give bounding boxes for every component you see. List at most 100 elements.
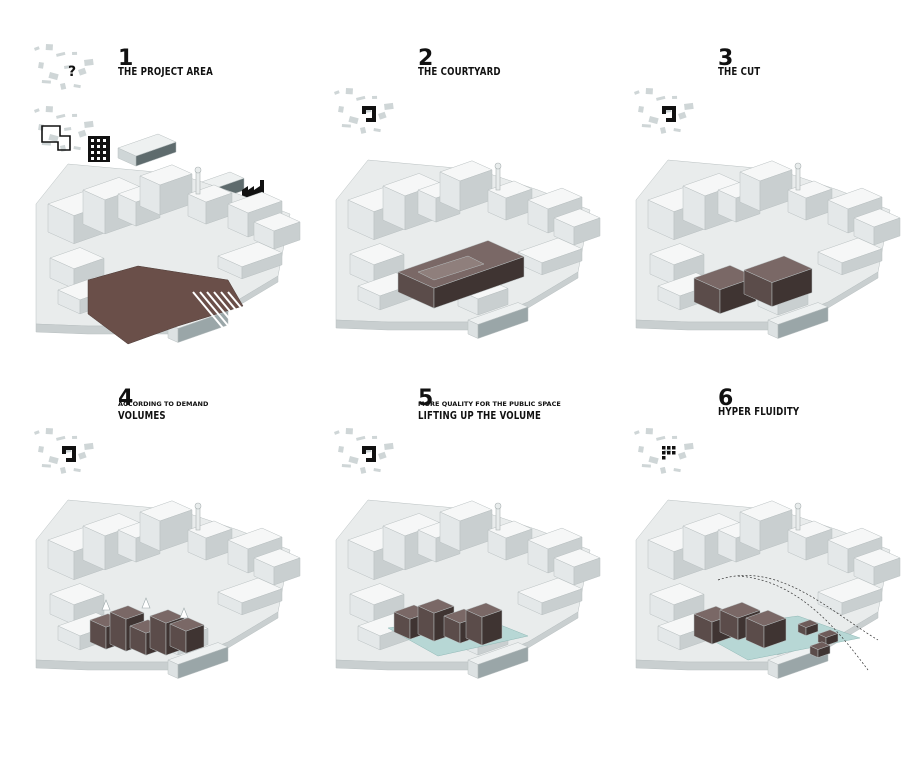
lifted-volume bbox=[466, 603, 502, 645]
map-block bbox=[373, 468, 380, 472]
site-mark-piece bbox=[672, 446, 676, 450]
map-block bbox=[84, 59, 94, 66]
map-block bbox=[34, 430, 40, 435]
map-block bbox=[338, 106, 344, 113]
tower-top bbox=[195, 503, 201, 509]
tower-shaft bbox=[496, 168, 500, 190]
map-block bbox=[384, 443, 394, 450]
step-drawing bbox=[628, 380, 915, 750]
site-mark-piece bbox=[672, 451, 676, 455]
map-block bbox=[334, 90, 340, 95]
step-drawing bbox=[328, 380, 618, 750]
site-mark-shape bbox=[662, 106, 676, 122]
map-block bbox=[656, 436, 665, 441]
map-block bbox=[46, 106, 53, 112]
map-block bbox=[356, 436, 365, 441]
tower-icon bbox=[495, 163, 501, 190]
facade-window bbox=[97, 157, 100, 160]
tower-icon bbox=[195, 503, 201, 530]
map-block bbox=[348, 456, 358, 464]
site-mark-icon bbox=[662, 446, 676, 460]
map-block bbox=[48, 72, 58, 80]
map-block bbox=[672, 96, 677, 99]
map-block bbox=[342, 124, 351, 128]
demand-volume-side-a bbox=[110, 612, 126, 651]
map-block bbox=[638, 106, 644, 113]
facade-window bbox=[103, 139, 106, 142]
tower-icon bbox=[795, 503, 801, 530]
map-block bbox=[678, 112, 687, 120]
map-thumbnail-icon bbox=[34, 106, 94, 152]
tower-shaft bbox=[796, 508, 800, 530]
map-block bbox=[38, 62, 44, 69]
map-block bbox=[360, 127, 366, 134]
tower-top bbox=[495, 503, 501, 509]
map-block bbox=[60, 145, 66, 152]
map-block bbox=[684, 103, 694, 110]
map-block bbox=[48, 456, 58, 464]
facade-window bbox=[91, 145, 94, 148]
map-block bbox=[678, 452, 687, 460]
tower-shaft bbox=[496, 508, 500, 530]
tower-shaft bbox=[196, 508, 200, 530]
tower-icon bbox=[795, 163, 801, 190]
map-block bbox=[638, 446, 644, 453]
map-block bbox=[660, 467, 666, 474]
map-block bbox=[38, 446, 44, 453]
map-block bbox=[348, 116, 358, 124]
map-block bbox=[346, 88, 353, 94]
facade-window bbox=[91, 139, 94, 142]
map-block bbox=[660, 127, 666, 134]
city-model bbox=[336, 160, 600, 339]
site-mark-piece bbox=[662, 446, 666, 450]
map-block bbox=[648, 456, 658, 464]
city-model bbox=[336, 500, 600, 679]
site-mark-piece bbox=[667, 446, 671, 450]
map-block bbox=[372, 436, 377, 439]
map-block bbox=[384, 103, 394, 110]
map-block bbox=[642, 124, 651, 128]
city-model bbox=[636, 500, 900, 679]
map-block bbox=[48, 134, 58, 142]
map-thumbnail-icon bbox=[634, 428, 694, 474]
map-block bbox=[56, 114, 65, 119]
map-block bbox=[72, 114, 77, 117]
site-mark-icon bbox=[662, 106, 676, 122]
facade-window bbox=[97, 145, 100, 148]
map-block bbox=[34, 108, 40, 113]
map-block bbox=[673, 468, 680, 472]
map-block bbox=[56, 52, 65, 57]
map-block bbox=[373, 128, 380, 132]
map-block bbox=[356, 96, 365, 101]
site-mark-icon bbox=[62, 446, 76, 462]
map-block bbox=[656, 96, 665, 101]
tower-icon bbox=[495, 503, 501, 530]
site-mark-piece bbox=[662, 456, 666, 460]
facade-window bbox=[103, 157, 106, 160]
facade-window bbox=[103, 145, 106, 148]
site-mark-icon bbox=[362, 106, 376, 122]
map-block bbox=[78, 68, 87, 76]
map-block bbox=[648, 116, 658, 124]
map-block bbox=[360, 467, 366, 474]
facade-grid-icon bbox=[88, 136, 110, 162]
map-block bbox=[56, 436, 65, 441]
map-block bbox=[372, 96, 377, 99]
tower-top bbox=[795, 163, 801, 169]
map-block bbox=[646, 428, 653, 434]
map-block bbox=[42, 464, 51, 468]
tower-icon bbox=[195, 167, 201, 194]
map-block bbox=[634, 430, 640, 435]
map-block bbox=[646, 88, 653, 94]
map-block bbox=[72, 52, 77, 55]
map-block bbox=[378, 112, 387, 120]
map-block bbox=[42, 80, 51, 84]
map-block bbox=[78, 452, 87, 460]
city-model bbox=[636, 160, 900, 339]
map-block bbox=[634, 90, 640, 95]
step-drawing bbox=[628, 40, 915, 410]
map-block bbox=[84, 443, 94, 450]
